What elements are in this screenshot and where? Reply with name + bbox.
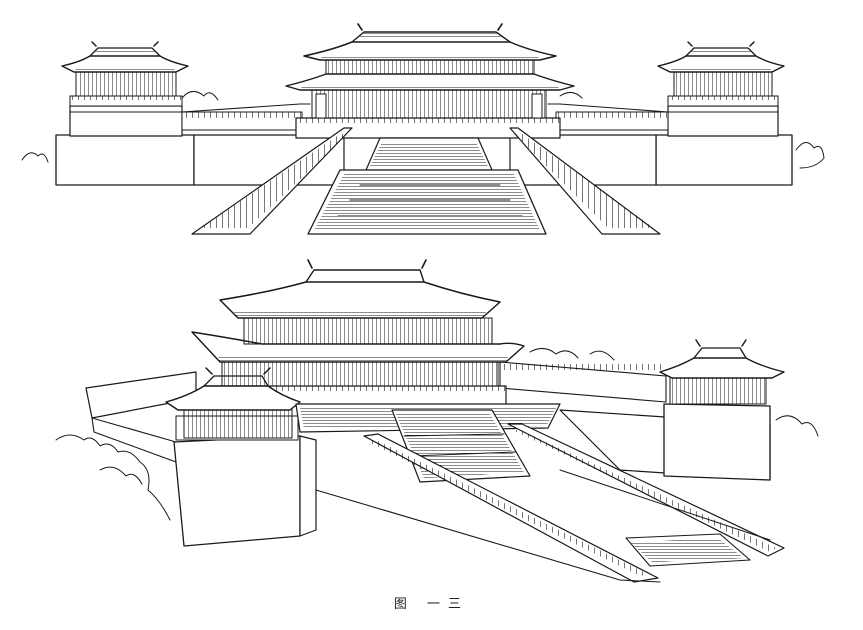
main-hall-perspective — [191, 259, 525, 407]
perspective-view — [55, 259, 819, 583]
shrubs-front — [21, 91, 825, 169]
central-stairs-front — [307, 137, 547, 235]
trees-perspective — [55, 348, 819, 521]
left-tower — [55, 41, 195, 186]
side-ramps-front — [191, 127, 661, 235]
left-tower-perspective — [165, 367, 317, 547]
figure-caption: 图 一三 — [393, 597, 470, 612]
right-tower — [655, 41, 793, 186]
long-ramps-perspective — [315, 423, 785, 583]
front-elevation-view — [21, 23, 825, 235]
main-hall-front — [285, 23, 575, 139]
right-tower-perspective — [659, 339, 785, 481]
